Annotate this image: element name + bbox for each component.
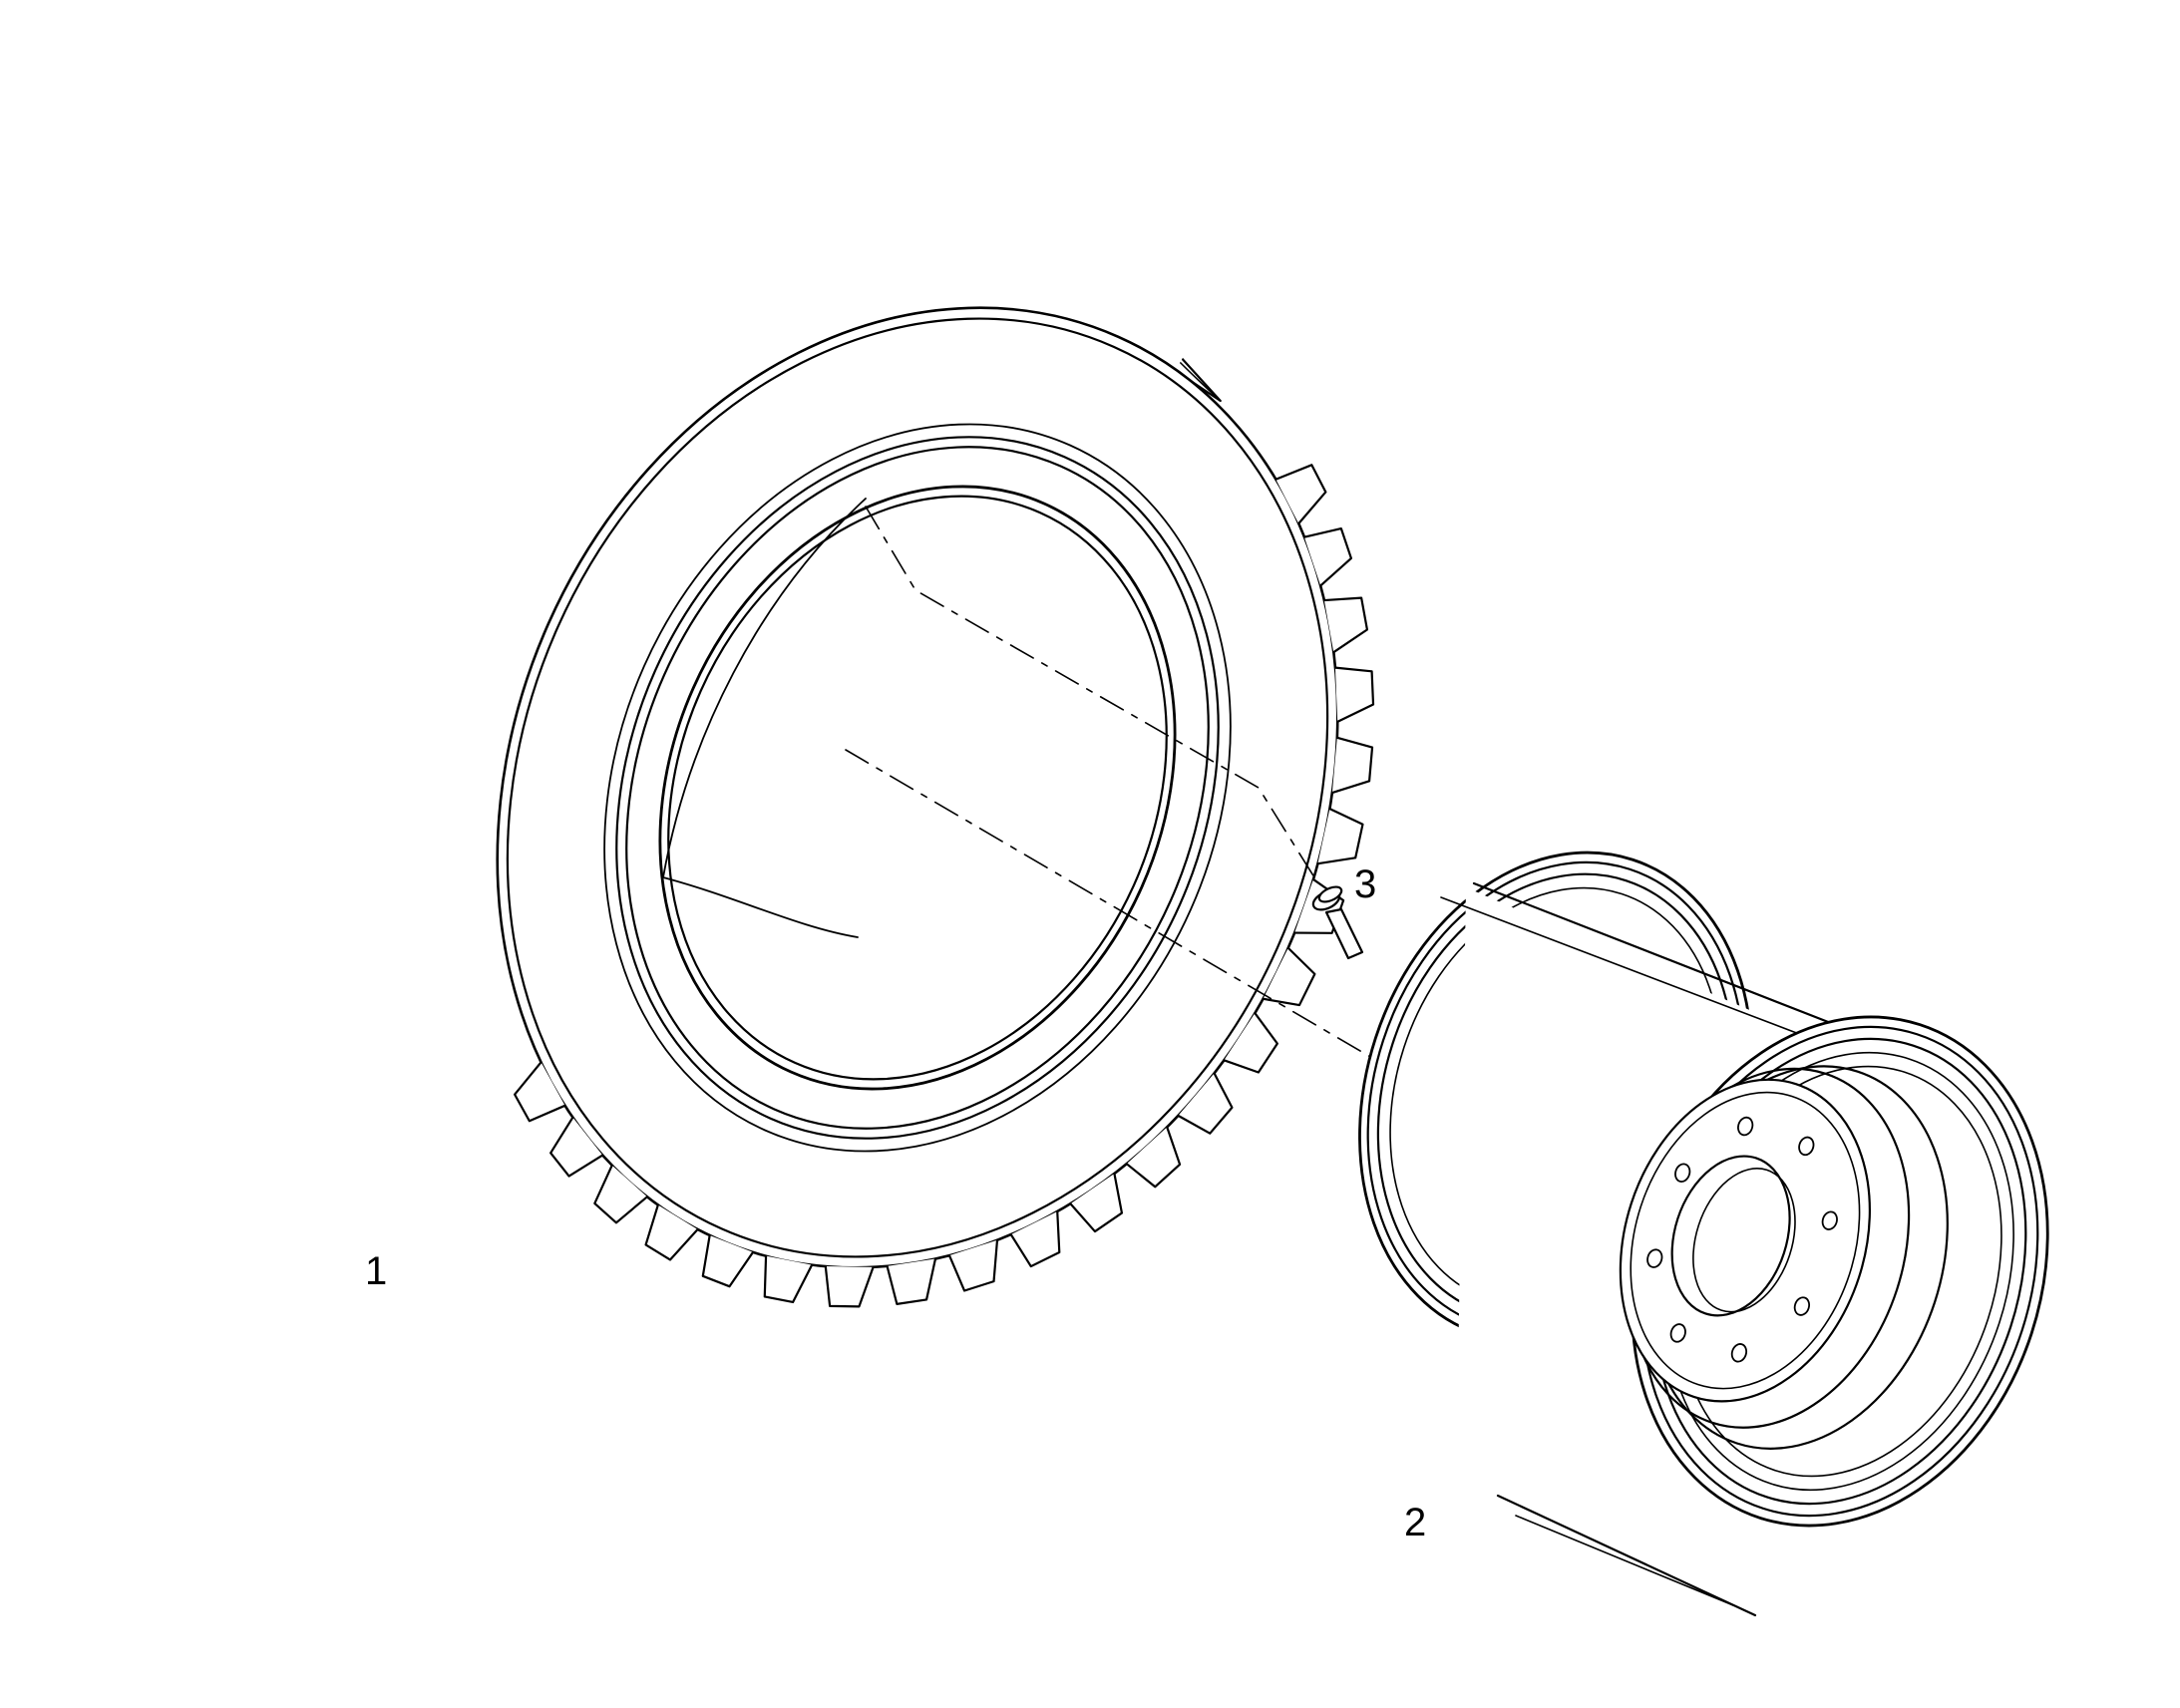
sidewall-tooth [1262,946,1316,1007]
sidewall-tooth [593,1164,649,1224]
sidewall-tooth [1177,1072,1234,1135]
bolt-hole [1674,1163,1691,1183]
sidewall-tooth [1333,666,1375,723]
bolt-hole [1730,1343,1748,1363]
wheel-rim-part [1358,851,2049,1617]
sidewall-tooth [549,1116,604,1178]
tire-inner-cavity-lower [662,876,859,938]
callout-tire: 1 [365,1249,387,1293]
tire-sidewall [496,306,1375,1308]
callout-rim: 2 [1404,1501,1426,1544]
tire-part [234,98,1375,1308]
rim-center-bore [1670,1155,1791,1317]
sidewall-tooth [1069,1172,1124,1233]
valve-path-line [865,506,1315,878]
sidewall-tooth [947,1238,999,1292]
valve-stem-part [1311,885,1364,960]
sidewall-tooth [1223,1011,1278,1074]
sidewall-tooth [1274,464,1327,525]
bolt-hole [1737,1116,1754,1137]
assembly-lines [845,506,1402,1076]
sidewall-tooth [886,1257,937,1305]
sidewall-tooth [1302,527,1353,587]
sidewall-tooth [1009,1209,1061,1268]
bolt-hole [1793,1296,1811,1316]
sidewall-tooth [1330,736,1374,795]
callout-valve: 3 [1354,862,1376,906]
tire-inner-cavity [662,498,867,878]
sidewall-tooth [1125,1126,1182,1189]
sidewall-tooth [763,1254,814,1304]
bolt-hole [1669,1323,1686,1343]
bolt-hole [1821,1210,1838,1230]
rim-bolt-holes [1646,1116,1838,1363]
sidewall-tooth [824,1264,875,1308]
valve-stem-body [1324,907,1364,960]
bolt-hole [1646,1248,1663,1268]
bolt-hole [1798,1136,1815,1157]
sidewall-lug-teeth [514,464,1375,1308]
sidewall-tooth [1322,596,1369,654]
sidewall-tooth [701,1233,755,1288]
sidewall-tooth [644,1203,699,1261]
sidewall-tooth [514,1061,566,1123]
sidewall-tooth [1316,808,1364,865]
rim-axis-line [845,749,1402,1076]
